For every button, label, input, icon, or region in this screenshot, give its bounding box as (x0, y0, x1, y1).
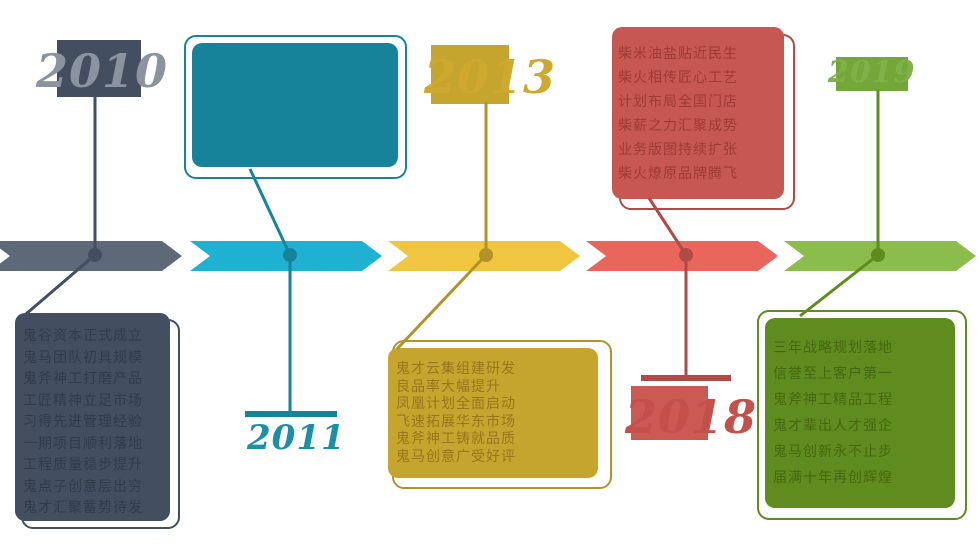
year-label-2019: 2019 (828, 55, 916, 90)
year-label-2018: 2018 (625, 390, 758, 444)
timeline-segment-2013 (388, 241, 580, 271)
callout-text-2010: 鬼谷资本正式成立 鬼马团队初具规模 鬼斧神工打磨产品 工匠精神立足市场 习得先进… (15, 313, 170, 521)
callout-box-2013: 鬼才云集组建研发 良品率大幅提升 凤凰计划全面启动 飞速拓展华东市场 鬼斧神工铸… (388, 348, 598, 478)
callout-text-line: 鬼点子创意层出穷 (23, 477, 143, 494)
callout-text-line: 鬼斧神工精品工程 (773, 391, 893, 407)
connector-2010 (25, 97, 102, 316)
callout-text-line: 凤凰计划全面启动 (396, 395, 516, 411)
callout-text-line: 鬼马团队初具规模 (23, 348, 143, 365)
callout-text-line: 信誉至上客户第一 (773, 365, 893, 381)
callout-outline-2011 (184, 35, 407, 179)
year-badge-2018 (631, 386, 708, 440)
callout-box-2010: 鬼谷资本正式成立 鬼马团队初具规模 鬼斧神工打磨产品 工匠精神立足市场 习得先进… (15, 313, 170, 521)
callout-text-line: 柴火燎原品牌腾飞 (618, 165, 738, 181)
year-label-2011: 2011 (247, 418, 346, 458)
callout-text-line: 工程质量稳步提升 (23, 456, 143, 472)
callout-text-2013: 鬼才云集组建研发 良品率大幅提升 凤凰计划全面启动 飞速拓展华东市场 鬼斧神工铸… (388, 348, 598, 478)
year-badge-2010 (57, 40, 141, 97)
callout-text-2018: 柴米油盐贴近民生 柴火相传匠心工艺 计划布局全国门店 柴薪之力汇聚成势 业务版图… (612, 27, 784, 199)
year-label-2010: 2010 (36, 44, 169, 98)
callout-text-line: 柴米油盐贴近民生 (618, 45, 738, 61)
callout-text-line: 三年战略规划落地 (773, 339, 893, 355)
callout-text-line: 鬼才汇聚蓄势待发 (23, 499, 143, 515)
callout-text-line: 良品率大幅提升 (396, 377, 501, 394)
callout-box-2019: 三年战略规划落地 信誉至上客户第一 鬼斧神工精品工程 鬼才辈出人才强企 鬼马创新… (765, 318, 955, 508)
callout-text-line: 业务版图持续扩张 (618, 141, 738, 157)
connector-2019 (799, 90, 885, 318)
callout-text-line: 鬼马创意广受好评 (396, 447, 516, 464)
callout-text-line: 鬼才辈出人才强企 (773, 417, 893, 433)
timeline-segment-2010 (0, 241, 182, 271)
connector-2011 (245, 168, 337, 417)
callout-text-2019: 三年战略规划落地 信誉至上客户第一 鬼斧神工精品工程 鬼才辈出人才强企 鬼马创新… (765, 318, 955, 508)
callout-text-line: 鬼谷资本正式成立 (23, 327, 143, 343)
callout-text-line: 届满十年再创辉煌 (773, 469, 893, 485)
callout-text-line: 习得先进管理经验 (23, 413, 143, 429)
callout-text-line: 鬼斧神工打磨产品 (23, 370, 143, 386)
timeline-segment-2018 (586, 241, 778, 271)
callout-text-line: 鬼才云集组建研发 (396, 360, 516, 376)
callout-text-line: 飞速拓展华东市场 (396, 412, 516, 429)
connector-2013 (395, 102, 493, 351)
year-badge-2019 (836, 57, 908, 91)
callout-text-line: 柴火相传匠心工艺 (618, 69, 738, 85)
callout-text-line: 鬼马创新永不止步 (773, 443, 893, 459)
callout-text-line: 计划布局全国门店 (618, 93, 738, 109)
callout-text-line: 鬼斧神工铸就品质 (396, 430, 516, 446)
year-badge-2013 (431, 45, 509, 104)
callout-text-line: 工匠精神立足市场 (23, 391, 143, 408)
callout-text-line: 柴薪之力汇聚成势 (618, 117, 738, 133)
callout-text-line: 一期项目顺利落地 (23, 434, 143, 451)
timeline-segment-2019 (784, 241, 976, 271)
callout-box-2018: 柴米油盐贴近民生 柴火相传匠心工艺 计划布局全国门店 柴薪之力汇聚成势 业务版图… (612, 27, 784, 199)
callout-box-2011 (192, 43, 398, 167)
year-label-2013: 2013 (424, 50, 557, 104)
connector-2018 (641, 197, 731, 381)
timeline-segment-2011 (190, 241, 382, 271)
